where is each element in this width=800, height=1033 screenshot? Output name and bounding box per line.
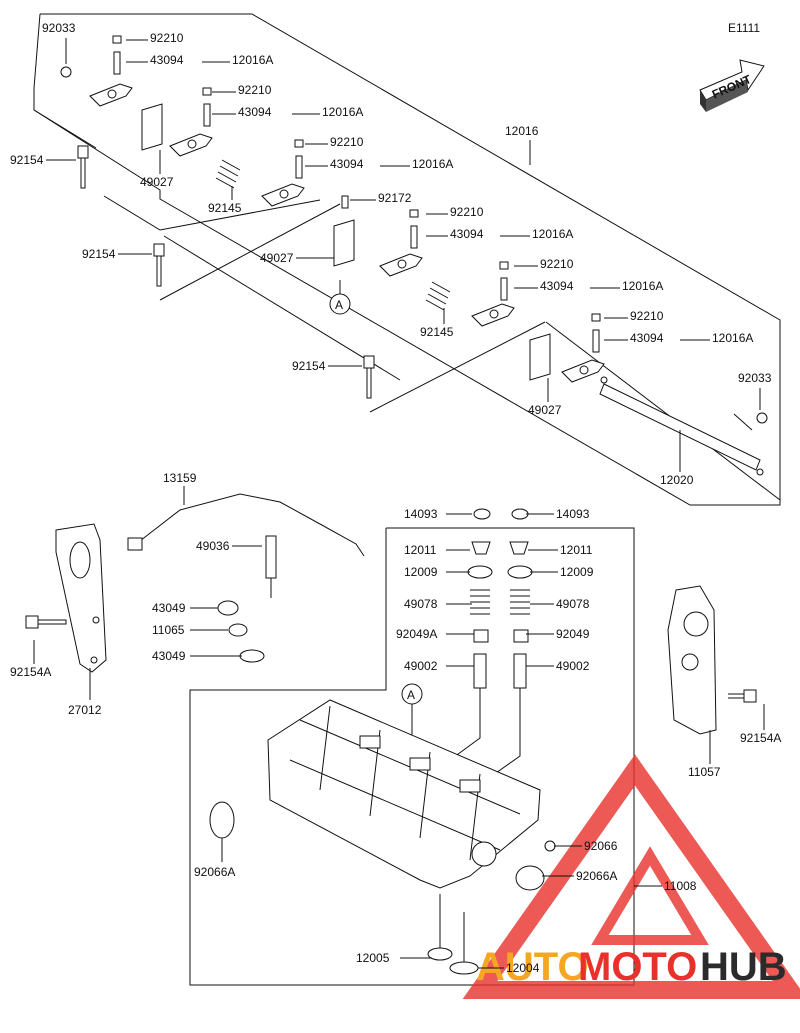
part-number-label: 92210 bbox=[540, 257, 574, 271]
part-number-label: 49078 bbox=[556, 597, 590, 611]
part-number-label: 11008 bbox=[664, 879, 697, 893]
rocker-arm bbox=[561, 359, 605, 383]
adjust-screws bbox=[112, 35, 601, 353]
rocker-arm bbox=[471, 303, 515, 327]
part-number-label: 43094 bbox=[330, 157, 364, 171]
part-number-label: 49002 bbox=[404, 659, 438, 673]
part-number-label: 49027 bbox=[528, 403, 562, 417]
harness bbox=[127, 493, 365, 598]
part-number-label: 92154 bbox=[82, 247, 116, 261]
svg-text:HUB: HUB bbox=[700, 945, 787, 989]
svg-text:A: A bbox=[335, 298, 343, 312]
part-number-label: 14093 bbox=[556, 507, 590, 521]
part-number-label: 92154A bbox=[740, 731, 781, 745]
part-number-label: 92033 bbox=[42, 21, 76, 35]
rocker-arm bbox=[169, 133, 213, 157]
part-number-label: 43049 bbox=[152, 649, 186, 663]
valves bbox=[427, 894, 479, 975]
part-number-label: 49078 bbox=[404, 597, 438, 611]
bracket-left bbox=[25, 523, 107, 673]
part-number-label: 43094 bbox=[630, 331, 664, 345]
part-number-label: 49027 bbox=[140, 175, 174, 189]
part-number-label: 92049 bbox=[556, 627, 590, 641]
part-number-label: 12016A bbox=[532, 227, 573, 241]
svg-text:MOTO: MOTO bbox=[578, 945, 697, 989]
part-number-label: 92145 bbox=[208, 201, 242, 215]
cylinder-head bbox=[267, 699, 541, 889]
rocker-arm bbox=[379, 253, 423, 277]
part-number-label: 92154 bbox=[10, 153, 44, 167]
part-number-label: 14093 bbox=[404, 507, 438, 521]
callout-circle-a: A A bbox=[329, 280, 423, 740]
rocker-shaft bbox=[599, 376, 764, 476]
part-number-label: 12016 bbox=[505, 124, 539, 138]
part-number-label: 92210 bbox=[630, 309, 664, 323]
part-number-label: 92154A bbox=[10, 665, 51, 679]
part-number-label: 12004 bbox=[506, 961, 540, 975]
part-number-label: 92049A bbox=[396, 627, 437, 641]
part-number-label: 12016A bbox=[412, 157, 453, 171]
part-number-label: 43094 bbox=[450, 227, 484, 241]
valve-stacks bbox=[449, 508, 533, 781]
bolts bbox=[60, 66, 768, 424]
part-number-label: 12016A bbox=[712, 331, 753, 345]
part-number-label: 92210 bbox=[150, 31, 184, 45]
part-number-label: 92210 bbox=[238, 83, 272, 97]
part-number-label: 92210 bbox=[330, 135, 364, 149]
washers bbox=[217, 600, 265, 663]
part-number-label: 12011 bbox=[560, 543, 593, 557]
part-number-label: 92066 bbox=[584, 839, 618, 853]
part-number-label: 12009 bbox=[404, 565, 438, 579]
svg-text:A: A bbox=[407, 688, 415, 702]
part-number-label: 13159 bbox=[163, 471, 197, 485]
part-number-label: 49027 bbox=[260, 251, 294, 265]
part-number-label: 92066A bbox=[576, 869, 617, 883]
springs bbox=[215, 159, 451, 311]
part-number-label: 49002 bbox=[556, 659, 590, 673]
rocker-arm bbox=[89, 83, 133, 107]
rocker-assembly-frame bbox=[33, 13, 781, 506]
bracket-right bbox=[667, 585, 757, 735]
plugs bbox=[209, 801, 556, 891]
svg-text:AUTO: AUTO bbox=[476, 945, 589, 989]
part-number-label: 92172 bbox=[378, 191, 412, 205]
part-number-label: 12005 bbox=[356, 951, 390, 965]
part-number-label: 43049 bbox=[152, 601, 186, 615]
part-number-label: 92154 bbox=[292, 359, 326, 373]
part-number-label: 12009 bbox=[560, 565, 594, 579]
part-number-label: 12016A bbox=[322, 105, 363, 119]
part-number-label: 43094 bbox=[238, 105, 272, 119]
part-number-label: 43094 bbox=[540, 279, 574, 293]
part-number-label: 27012 bbox=[68, 703, 102, 717]
head-assembly-frame bbox=[189, 527, 635, 986]
part-number-label: 12011 bbox=[404, 543, 437, 557]
front-arrow-icon: FRONT bbox=[699, 59, 765, 112]
automotohub-logo: AUTO MOTO HUB bbox=[462, 754, 800, 999]
part-number-label: 11057 bbox=[688, 765, 721, 779]
rocker-arms bbox=[89, 83, 605, 383]
part-number-label: 43094 bbox=[150, 53, 184, 67]
diagram-code: E1111 bbox=[728, 21, 760, 35]
part-number-label: 11065 bbox=[152, 623, 185, 637]
part-number-label: 92033 bbox=[738, 371, 772, 385]
rocker-brackets bbox=[141, 103, 551, 381]
part-number-label: 12016A bbox=[622, 279, 663, 293]
part-number-label: 49036 bbox=[196, 539, 230, 553]
part-number-label: 92145 bbox=[420, 325, 454, 339]
rocker-arm bbox=[261, 183, 305, 207]
part-number-label: 12016A bbox=[232, 53, 273, 67]
part-number-label: 92210 bbox=[450, 205, 484, 219]
part-number-label: 12020 bbox=[660, 473, 694, 487]
part-number-label: 92066A bbox=[194, 865, 235, 879]
